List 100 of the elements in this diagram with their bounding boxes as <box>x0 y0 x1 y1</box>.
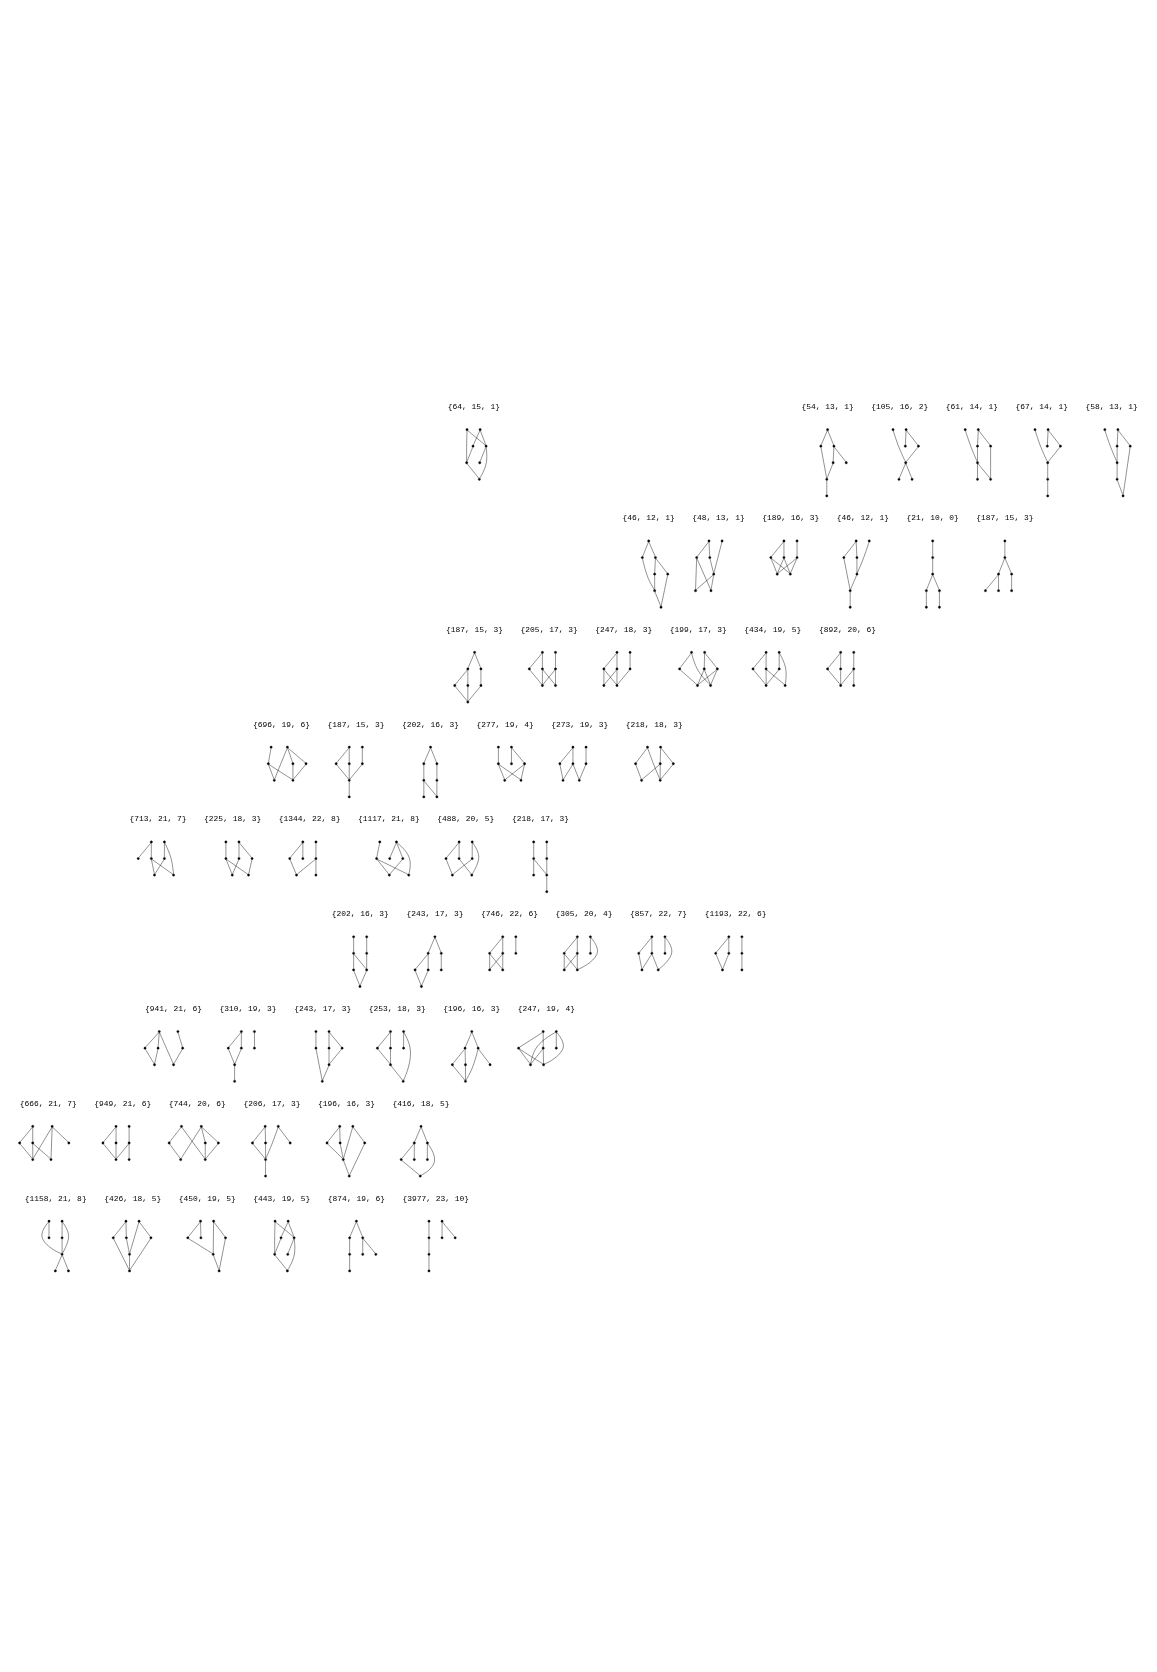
node-circle <box>777 667 781 671</box>
node-circle <box>931 539 935 543</box>
node-circle <box>47 1236 51 1240</box>
connector <box>710 575 714 590</box>
node-circle <box>532 873 536 877</box>
connector <box>455 686 468 702</box>
connector <box>472 842 479 875</box>
connector <box>362 1238 363 1254</box>
node-circle <box>764 667 768 671</box>
node-circle <box>388 857 392 860</box>
connector <box>466 430 468 462</box>
node-circle <box>399 1158 403 1161</box>
node-circle <box>545 890 549 894</box>
connector <box>113 1238 130 1270</box>
connector <box>20 1127 33 1143</box>
node-circle <box>470 840 474 844</box>
connector <box>709 558 714 574</box>
connector <box>403 1032 404 1048</box>
connector <box>533 859 534 875</box>
node-circle <box>273 1253 277 1256</box>
connector <box>480 430 486 446</box>
node-circle <box>514 935 518 939</box>
node-circle <box>650 935 654 939</box>
connector <box>265 1160 266 1176</box>
connector <box>173 1049 183 1064</box>
connector <box>1047 430 1049 446</box>
connector <box>455 669 468 685</box>
connector <box>560 748 573 763</box>
node-circle <box>628 651 632 654</box>
node-circle <box>715 667 719 671</box>
node-circle <box>286 1219 290 1223</box>
connector <box>213 1255 220 1270</box>
connector <box>390 1049 391 1064</box>
node-circle <box>352 952 355 955</box>
node-circle <box>554 684 557 687</box>
connector <box>452 1065 466 1081</box>
node-circle <box>378 840 382 844</box>
node-circle <box>292 1236 296 1240</box>
node-circle <box>464 1079 467 1083</box>
node-circle <box>389 1063 392 1067</box>
node-circle <box>584 745 588 749</box>
node-circle <box>542 1063 545 1067</box>
connector <box>201 1127 218 1143</box>
connector <box>362 748 363 763</box>
connector <box>648 542 656 557</box>
connector <box>151 859 173 875</box>
connector <box>139 1222 151 1237</box>
node-circle <box>288 1141 292 1145</box>
node-circle <box>464 1063 467 1067</box>
node-circle <box>217 1269 221 1273</box>
node-circle <box>426 968 430 972</box>
node-circle <box>703 651 706 654</box>
node-circle <box>1033 428 1037 431</box>
connector <box>511 748 525 763</box>
connector <box>849 591 851 607</box>
connector <box>145 1032 159 1048</box>
connector <box>427 954 429 969</box>
connector <box>452 859 472 875</box>
node-circle <box>545 873 549 877</box>
node-circle <box>523 762 526 766</box>
connector <box>292 764 294 780</box>
connector <box>498 764 521 780</box>
connector <box>436 764 438 780</box>
connector <box>519 1032 543 1048</box>
node-circle <box>554 1046 558 1050</box>
node-circle <box>426 952 430 955</box>
node-circle <box>137 1219 141 1223</box>
connector <box>479 447 488 479</box>
connector <box>377 1032 391 1048</box>
node-circle <box>440 1219 444 1223</box>
connector <box>857 542 870 574</box>
node-circle <box>172 1063 175 1067</box>
connector <box>436 781 438 796</box>
node-circle <box>402 1046 405 1050</box>
connector <box>466 447 473 462</box>
node-circle <box>558 762 562 766</box>
connector <box>906 447 919 462</box>
connector <box>415 954 428 970</box>
node-circle <box>451 873 454 877</box>
node-circle <box>473 651 476 654</box>
connector <box>48 1222 50 1237</box>
node-circle <box>341 1158 345 1161</box>
node-circle <box>545 840 549 844</box>
node-circle <box>276 1125 280 1128</box>
connector <box>268 764 275 780</box>
connector <box>465 1049 479 1081</box>
connector <box>926 575 933 590</box>
connector <box>423 781 425 796</box>
connector <box>154 859 165 875</box>
connector <box>353 937 354 953</box>
connector <box>691 653 711 685</box>
connector <box>377 1049 391 1064</box>
connector <box>343 1127 353 1159</box>
connector <box>293 764 306 780</box>
connector <box>349 748 350 763</box>
connector <box>423 748 431 763</box>
node-circle <box>848 589 852 593</box>
connector <box>478 1049 490 1064</box>
node-circle <box>426 1141 429 1145</box>
node-circle <box>654 556 657 559</box>
